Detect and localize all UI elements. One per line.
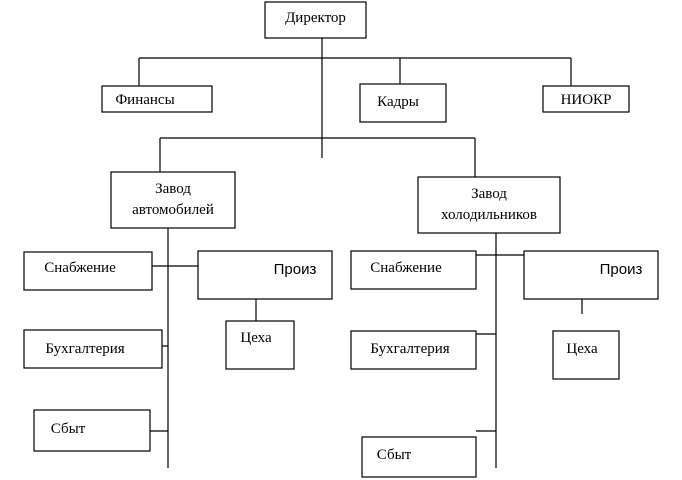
node-auto-accounting-label: Бухгалтерия [45, 341, 124, 357]
node-hr-label: Кадры [377, 94, 419, 110]
node-fridge-sales-label: Сбыт [377, 447, 412, 463]
node-fridge-production: Произ [523, 250, 659, 300]
node-auto-production: Произ [197, 250, 333, 300]
node-fridge-accounting-label: Бухгалтерия [370, 341, 449, 357]
node-auto-supply-label: Снабжение [44, 260, 116, 276]
node-auto-supply: Снабжение [23, 251, 153, 291]
node-fridge-supply-label: Снабжение [370, 260, 442, 276]
node-fridge-plant-line2: холодильников [441, 207, 537, 223]
node-fridge-sales: Сбыт [361, 436, 477, 478]
node-rnd-label: НИОКР [561, 92, 612, 108]
node-finance-label: Финансы [115, 92, 174, 108]
node-fridge-production-label: Произ [600, 261, 643, 278]
node-fridge-plant-line1: Завод [471, 186, 507, 202]
node-rnd: НИОКР [542, 85, 630, 113]
node-auto-sales: Сбыт [33, 409, 151, 452]
node-auto-plant-line1: Завод [155, 181, 191, 197]
node-auto-workshops-label: Цеха [240, 330, 272, 346]
node-fridge-plant: Завод холодильников [417, 176, 561, 234]
node-finance: Финансы [101, 85, 213, 113]
node-fridge-workshops-label: Цеха [566, 341, 598, 357]
node-auto-sales-label: Сбыт [51, 421, 86, 437]
node-auto-plant-line2: автомобилей [132, 202, 214, 218]
node-auto-plant: Завод автомобилей [110, 171, 236, 229]
node-director: Директор [264, 1, 367, 39]
node-auto-production-label: Произ [274, 261, 317, 278]
node-fridge-supply: Снабжение [350, 250, 477, 290]
node-auto-accounting: Бухгалтерия [23, 329, 163, 369]
node-director-label: Директор [285, 10, 346, 26]
node-hr: Кадры [359, 83, 447, 123]
node-fridge-workshops: Цеха [552, 330, 620, 380]
node-fridge-accounting: Бухгалтерия [350, 330, 477, 370]
node-auto-workshops: Цеха [225, 320, 295, 370]
